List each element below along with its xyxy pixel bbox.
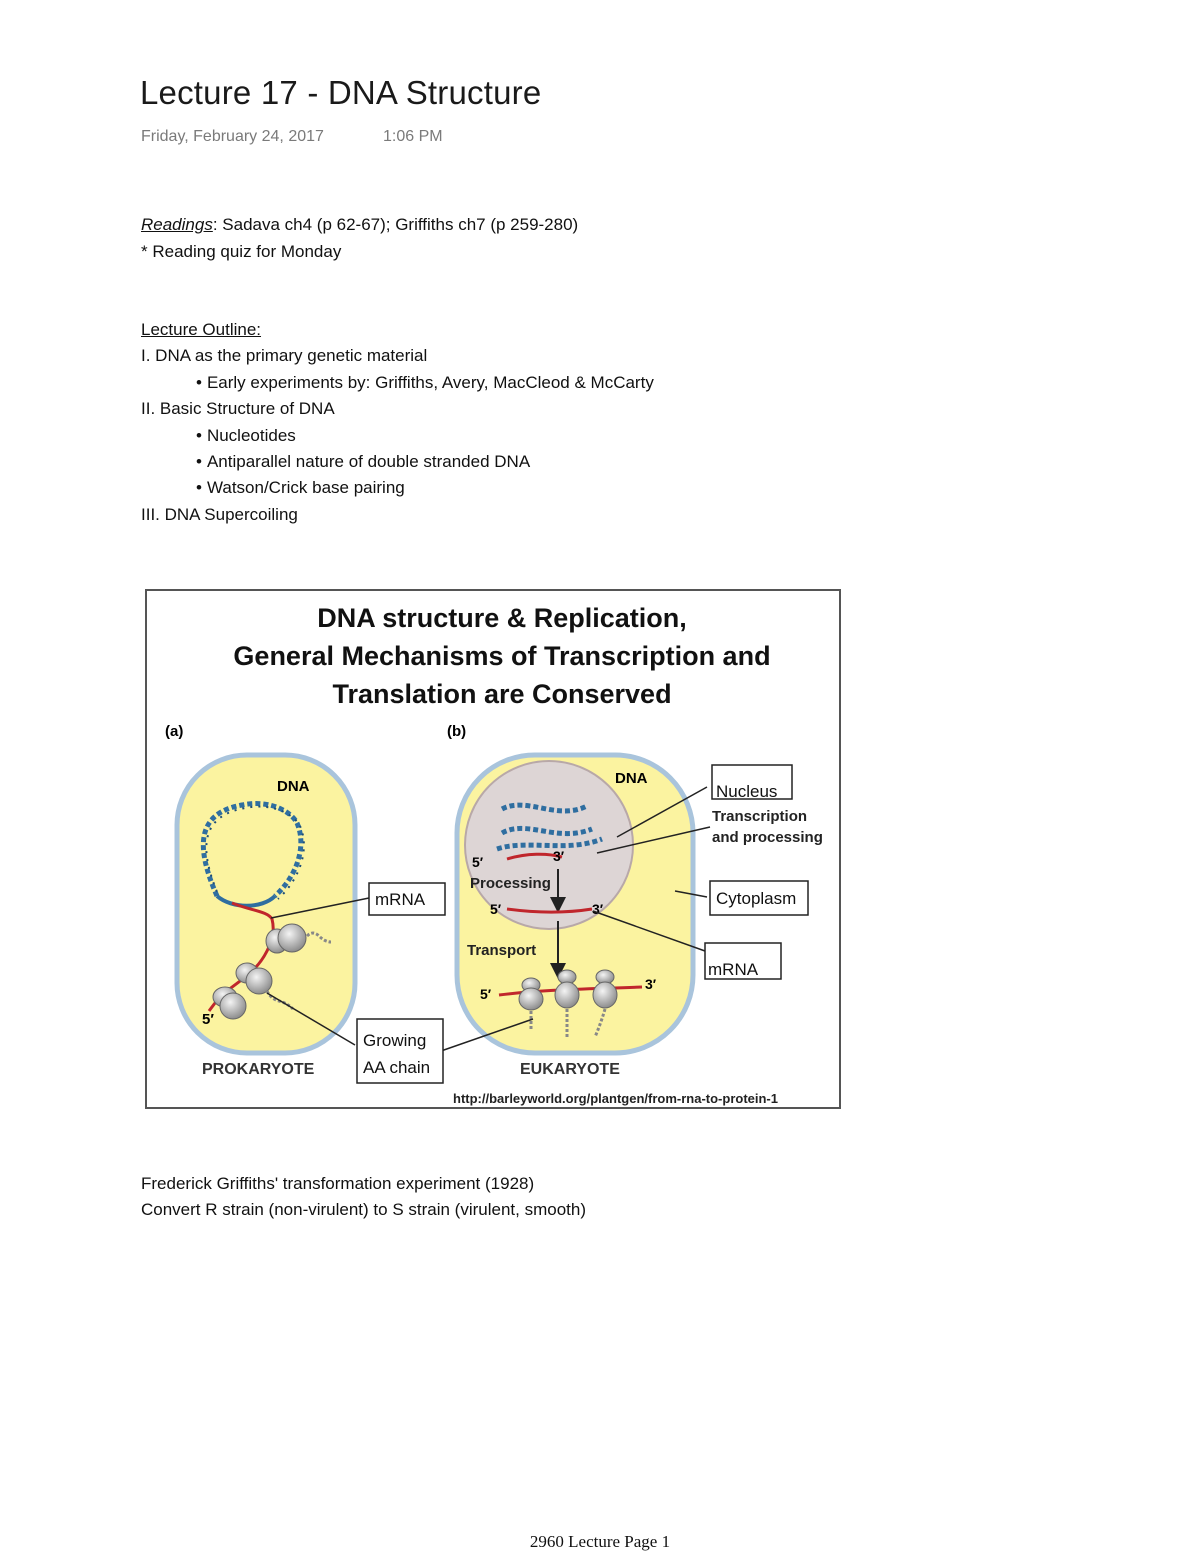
callout-cytoplasm-box	[709, 880, 809, 916]
bullet-icon: •	[196, 452, 202, 471]
eukaryote-premrna	[506, 852, 563, 861]
callout-growing-line1: Growing	[363, 1031, 426, 1050]
transport-label: Transport	[467, 942, 536, 959]
readings-label: Readings	[141, 215, 213, 234]
outline-item: I. DNA as the primary genetic material	[141, 346, 428, 365]
callout-mrna-left: mRNA	[375, 890, 426, 909]
transcription-label-line1: Transcription	[712, 808, 807, 825]
bullet-icon: •	[196, 373, 202, 392]
callout-leader-lines	[266, 786, 711, 1052]
bullet-icon: •	[196, 478, 202, 497]
outline-item: III. DNA Supercoiling	[141, 505, 298, 524]
outline-bullet-text: Watson/Crick base pairing	[206, 478, 405, 497]
figure-title-line1: DNA structure & Replication,	[317, 603, 687, 633]
outline-bullet-item: •Nucleotides	[196, 426, 296, 446]
eukaryote-dna-icon	[496, 802, 603, 852]
dna-figure: DNA structure & Replication, General Mec…	[145, 589, 841, 1109]
readings-note: * Reading quiz for Monday	[141, 242, 342, 261]
callout-nucleus: Nucleus	[716, 782, 777, 801]
three-prime-b3: 3′	[645, 976, 657, 992]
outline-item: II. Basic Structure of DNA	[141, 399, 335, 418]
transcription-label-line2: and processing	[712, 829, 823, 846]
source-url: http://barleyworld.org/plantgen/from-rna…	[453, 1091, 778, 1106]
outline-bullet-text: Antiparallel nature of double stranded D…	[206, 452, 531, 471]
eukaryote-ribosome-icon	[518, 969, 618, 1038]
outline-bullet-item: •Watson/Crick base pairing	[196, 478, 405, 498]
page-footer: 2960 Lecture Page 1	[529, 1532, 671, 1551]
five-prime-b2: 5′	[490, 901, 502, 917]
three-prime-b1: 3′	[553, 848, 565, 864]
processing-label: Processing	[470, 875, 551, 892]
callout-mrna-right: mRNA	[708, 960, 759, 979]
three-prime-b2: 3′	[592, 901, 604, 917]
prokaryote-dna-icon	[200, 801, 305, 908]
panel-a-label: (a)	[165, 723, 183, 740]
page-time: 1:06 PM	[383, 128, 443, 145]
readings-text: : Sadava ch4 (p 62-67); Griffiths ch7 (p…	[212, 215, 579, 234]
prokaryote-label: PROKARYOTE	[202, 1061, 315, 1078]
five-prime-a: 5′	[202, 1011, 214, 1028]
panel-b-label: (b)	[447, 723, 466, 740]
dna-label-b: DNA	[615, 770, 648, 787]
callout-mrna-left-box	[368, 882, 446, 916]
figure-title-line2: General Mechanisms of Transcription and	[233, 641, 770, 671]
body-text-line2: Convert R strain (non-virulent) to S str…	[141, 1200, 586, 1219]
page-title: Lecture 17 - DNA Structure	[140, 74, 542, 111]
five-prime-b1: 5′	[472, 854, 484, 870]
body-text-line1: Frederick Griffiths' transformation expe…	[141, 1174, 535, 1193]
outline-bullet-item: •Early experiments by: Griffiths, Avery,…	[196, 373, 654, 393]
outline-bullet-item: •Antiparallel nature of double stranded …	[196, 452, 530, 472]
callout-mrna-right-box	[704, 942, 782, 980]
five-prime-b3: 5′	[480, 986, 492, 1002]
outline-bullet-text: Nucleotides	[206, 426, 296, 445]
callout-growing-line2: AA chain	[363, 1058, 430, 1077]
bullet-icon: •	[196, 426, 202, 445]
eukaryote-mrna-nucleus	[506, 907, 593, 914]
readings-line: Readings: Sadava ch4 (p 62-67); Griffith…	[141, 215, 578, 235]
outline-bullet-text: Early experiments by: Griffiths, Avery, …	[206, 373, 654, 392]
dna-figure-svg: DNA structure & Replication, General Mec…	[165, 603, 823, 1106]
figure-title-line3: Translation are Conserved	[332, 679, 671, 709]
dna-label-a: DNA	[277, 778, 310, 795]
callout-cytoplasm: Cytoplasm	[716, 889, 796, 908]
callout-growing-box	[356, 1018, 444, 1084]
prokaryote-ribosome-icon	[212, 923, 332, 1020]
callout-nucleus-box	[711, 764, 793, 800]
page-date: Friday, February 24, 2017	[141, 128, 324, 145]
eukaryote-label: EUKARYOTE	[520, 1061, 620, 1078]
outline-heading: Lecture Outline:	[141, 320, 262, 339]
